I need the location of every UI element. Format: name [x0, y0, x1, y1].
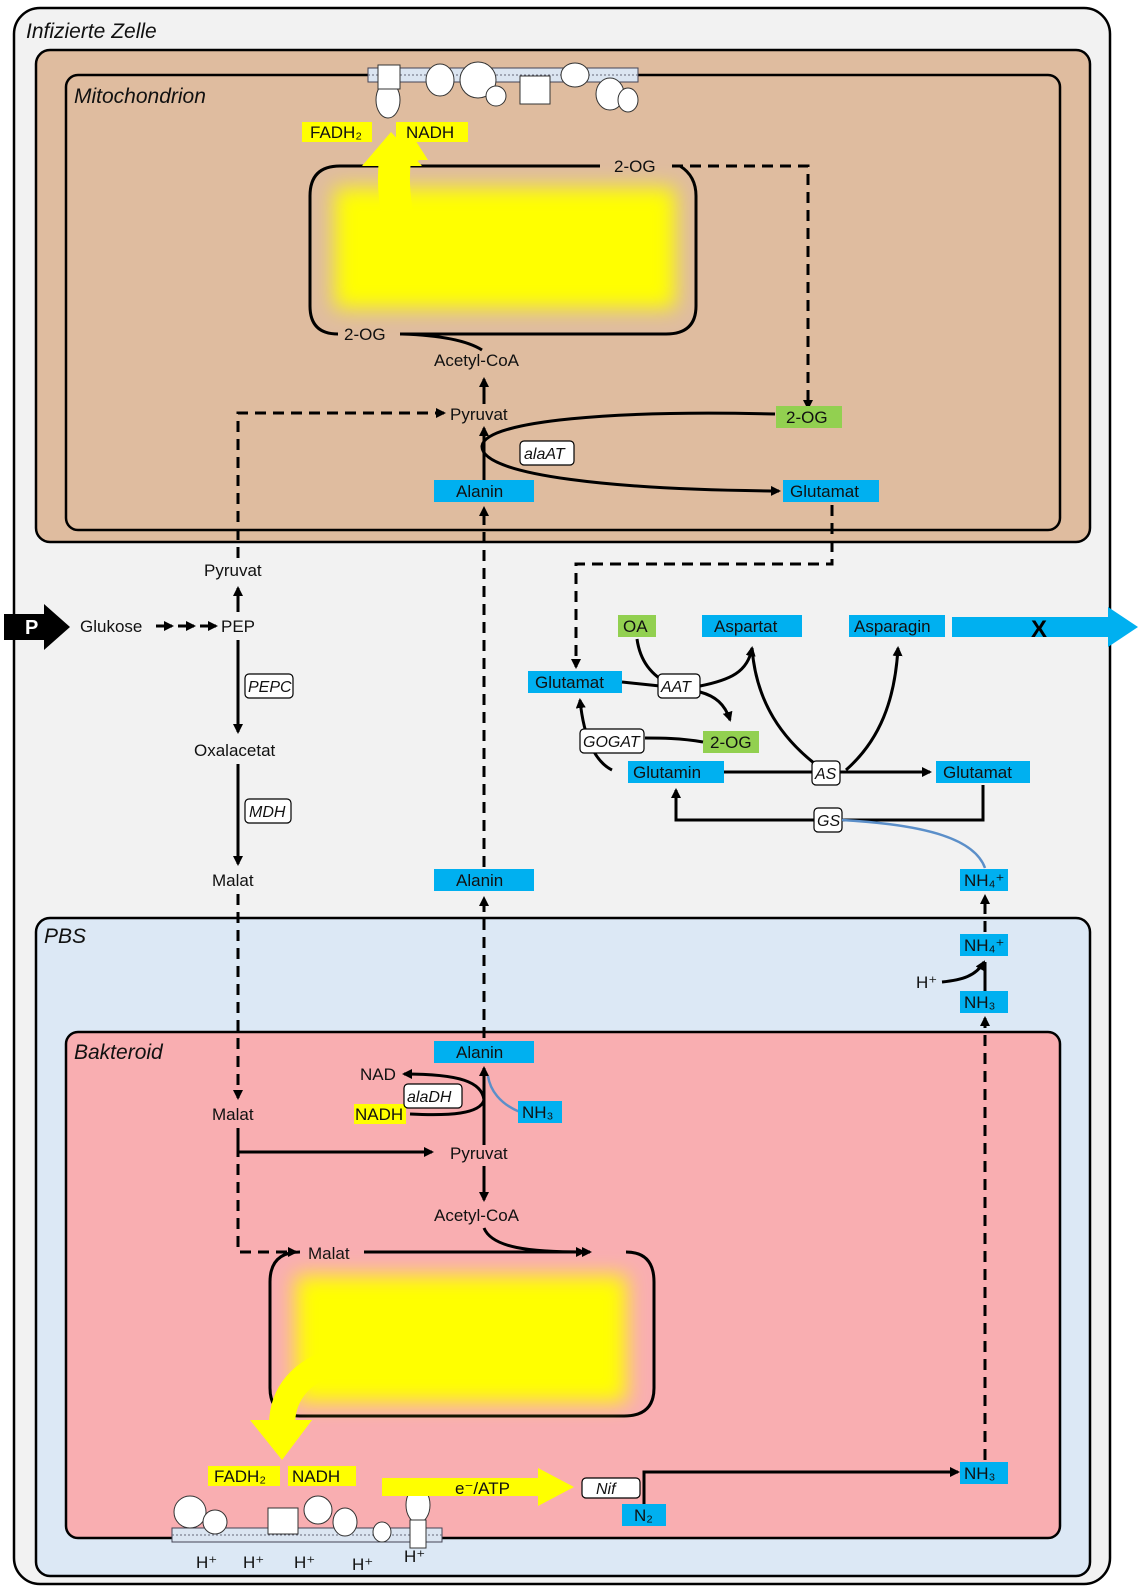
fadh2-mito: FADH₂ [310, 123, 362, 142]
glutamat-right: Glutamat [943, 763, 1012, 782]
alanin-bact: Alanin [456, 1043, 503, 1062]
glutamat-cyto: Glutamat [535, 673, 604, 692]
bact-tca-glow [296, 1276, 626, 1402]
oxalacetat: Oxalacetat [194, 741, 276, 760]
nh4-cyto: NH₄⁺ [964, 871, 1004, 890]
nh4-pbs: NH₄⁺ [964, 936, 1004, 955]
nh3-out: NH₃ [964, 1464, 995, 1483]
og-mito-green: 2-OG [786, 408, 828, 427]
pyruvat-mito: Pyruvat [450, 405, 508, 424]
p-symbol: P [25, 617, 38, 639]
alanin-mito: Alanin [456, 482, 503, 501]
fadh2-bact: FADH₂ [214, 1467, 266, 1486]
hplus-3: H⁺ [294, 1553, 315, 1572]
nadh-bact: NADH [292, 1467, 340, 1486]
n2: N₂ [634, 1506, 653, 1525]
glukose: Glukose [80, 617, 142, 636]
mitochondrion-title: Mitochondrion [74, 85, 206, 108]
e-atp: e⁻/ATP [455, 1479, 510, 1498]
hplus-5: H⁺ [404, 1547, 425, 1566]
nadh-bact-in: NADH [355, 1105, 403, 1124]
aat-label: AAT [660, 679, 692, 696]
bacteroid-title: Bakteroid [74, 1041, 164, 1064]
gs-label: GS [817, 813, 840, 830]
as-label: AS [814, 766, 837, 783]
nadh-mito: NADH [406, 123, 454, 142]
glutamat-mito: Glutamat [790, 482, 859, 501]
og-tca-top: 2-OG [614, 157, 656, 176]
malat-tca: Malat [308, 1244, 350, 1263]
mdh-label: MDH [249, 804, 286, 821]
nad: NAD [360, 1065, 396, 1084]
malat-cyto: Malat [212, 871, 254, 890]
pepc-label: PEPC [248, 679, 292, 696]
og-cyto: 2-OG [710, 733, 752, 752]
x-mark: X [1031, 616, 1047, 643]
hplus-2: H⁺ [243, 1553, 264, 1572]
oa: OA [623, 617, 648, 636]
aladh-label: alaDH [407, 1089, 452, 1106]
asparagin: Asparagin [854, 617, 931, 636]
hplus-pbs: H⁺ [916, 973, 937, 992]
hplus-4: H⁺ [352, 1555, 373, 1574]
nh3-bact: NH₃ [522, 1103, 553, 1122]
cell-title: Infizierte Zelle [26, 20, 157, 43]
og-tca-bottom: 2-OG [344, 325, 386, 344]
gogat-label: GOGAT [583, 734, 641, 751]
hplus-1: H⁺ [196, 1553, 217, 1572]
pyruvat-cyto: Pyruvat [204, 561, 262, 580]
acetylcoa-bact: Acetyl-CoA [434, 1206, 520, 1225]
mito-yellow-arrow-shaft [394, 160, 403, 238]
nif-label: Nif [596, 1481, 617, 1498]
pyruvat-bact: Pyruvat [450, 1144, 508, 1163]
acetylcoa-mito: Acetyl-CoA [434, 351, 520, 370]
alaat-label: alaAT [524, 446, 566, 463]
pep: PEP [221, 617, 255, 636]
glutamin: Glutamin [633, 763, 701, 782]
alanin-cyto: Alanin [456, 871, 503, 890]
aspartat: Aspartat [714, 617, 778, 636]
nh3-pbs: NH₃ [964, 993, 995, 1012]
malat-bact: Malat [212, 1105, 254, 1124]
pbs-title: PBS [44, 925, 86, 948]
